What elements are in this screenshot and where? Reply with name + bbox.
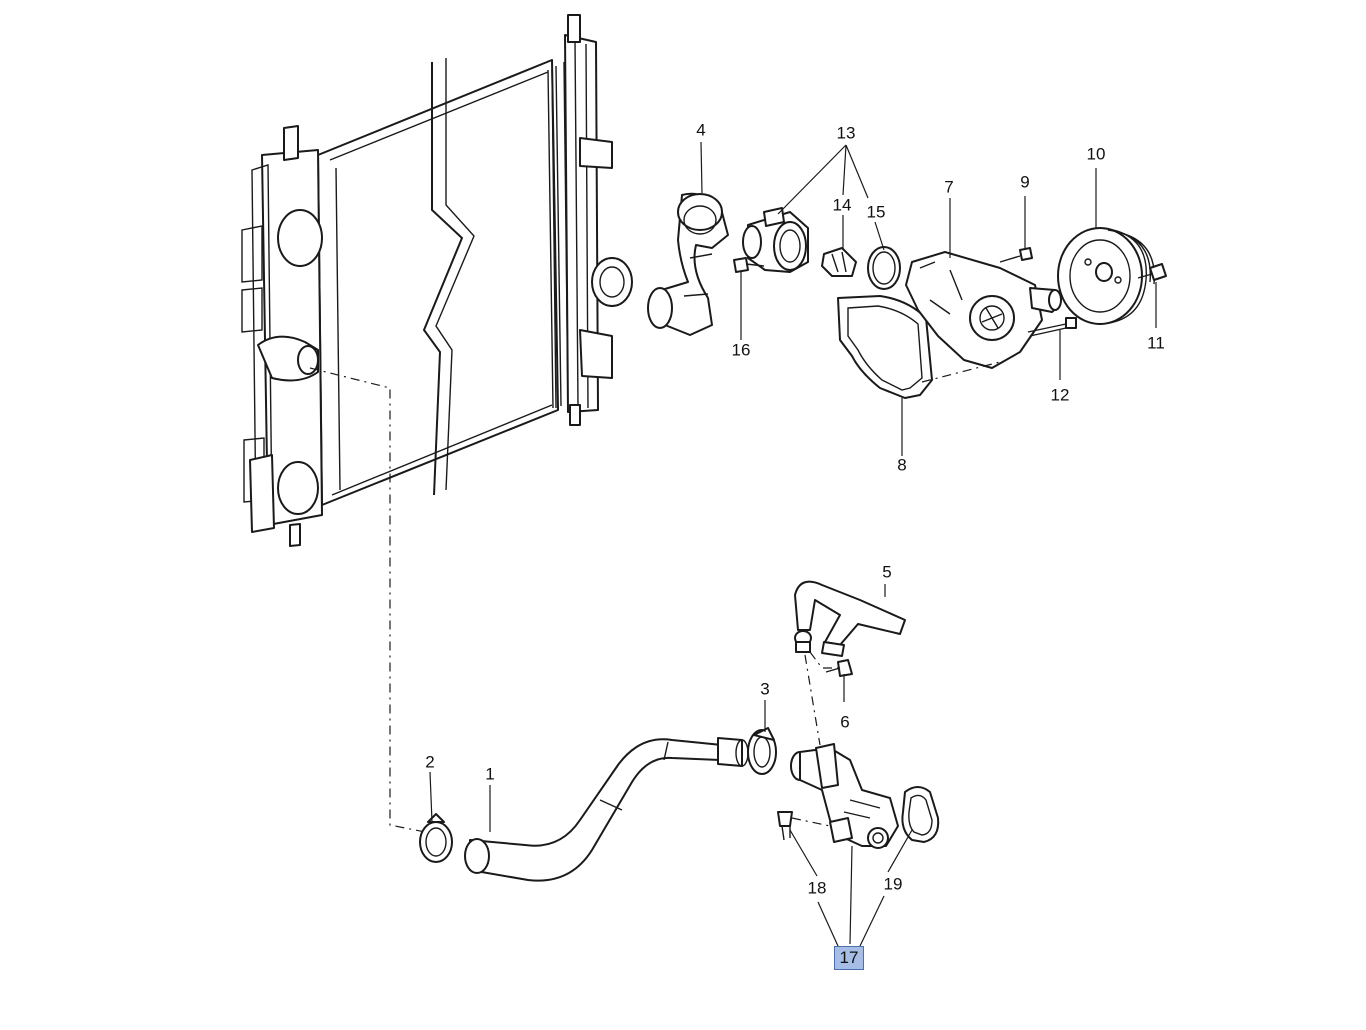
part-19-seal-ring xyxy=(901,786,940,843)
part-13-thermostat-housing xyxy=(742,207,809,273)
assembly-line-gasket xyxy=(921,361,1001,383)
callout-7: 7 xyxy=(944,177,954,197)
right-tank xyxy=(564,34,599,413)
callout-19: 19 xyxy=(883,874,903,894)
callout-11: 11 xyxy=(1147,333,1165,353)
part-11-bolt xyxy=(1137,263,1167,281)
part-10-pulley xyxy=(1057,227,1156,325)
callout-12: 12 xyxy=(1050,385,1070,405)
callout-17-highlighted[interactable]: 17 xyxy=(834,946,864,970)
part-3-hose-clamp xyxy=(747,727,777,775)
radiator xyxy=(241,14,633,547)
left-tank-lower-port xyxy=(277,461,319,515)
part-14-thermostat xyxy=(821,247,857,277)
callout-1: 1 xyxy=(485,764,495,784)
callout-6: 6 xyxy=(840,712,850,732)
callout-8: 8 xyxy=(897,455,907,475)
left-tank-top-pin xyxy=(283,125,299,161)
part-9-bolt xyxy=(999,247,1033,263)
leader-lines xyxy=(429,141,1157,947)
callout-10: 10 xyxy=(1086,144,1106,164)
right-tank-top-pin xyxy=(567,14,581,43)
part-12-bolt xyxy=(1027,317,1077,337)
part-5-bypass-hose xyxy=(794,580,906,657)
part-8-gasket xyxy=(837,295,933,399)
part-4-upper-hose xyxy=(647,192,729,336)
part-1-lower-hose xyxy=(464,737,749,882)
part-2-hose-clamp xyxy=(419,813,453,863)
callout-14: 14 xyxy=(832,195,852,215)
part-15-o-ring xyxy=(867,246,901,290)
callout-15: 15 xyxy=(866,202,886,222)
callout-3: 3 xyxy=(760,679,770,699)
radiator-core xyxy=(317,59,559,506)
part-6-clip xyxy=(825,659,853,677)
callout-4: 4 xyxy=(696,120,706,140)
part-17-coolant-outlet xyxy=(790,743,899,849)
callout-5: 5 xyxy=(882,562,892,582)
right-tank-port xyxy=(591,257,633,307)
assembly-line-hose-5 xyxy=(804,654,821,746)
assembly-line-radiator xyxy=(309,367,426,833)
part-16-bolt xyxy=(733,257,765,273)
left-tank-upper-port xyxy=(277,209,323,267)
callout-16: 16 xyxy=(731,340,751,360)
callout-9: 9 xyxy=(1020,172,1030,192)
part-7-water-pump xyxy=(905,251,1062,369)
assembly-line-clip-6 xyxy=(809,651,838,669)
callout-13: 13 xyxy=(836,123,856,143)
callout-2: 2 xyxy=(425,752,435,772)
callout-18: 18 xyxy=(807,878,827,898)
part-18-bolt xyxy=(777,811,831,841)
